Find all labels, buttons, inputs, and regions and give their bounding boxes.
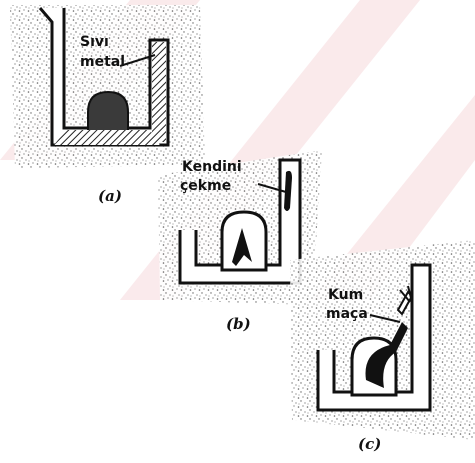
displaced-sand-core-c — [365, 322, 408, 388]
panel-a: Sıvı metal (a) — [10, 5, 205, 205]
arrow-marker-c — [399, 285, 413, 303]
label-pointer-c — [369, 314, 401, 323]
label-pointer-b — [257, 183, 287, 193]
panel-c-label-line-1: Kum — [328, 287, 363, 303]
panel-a-caption: (a) — [98, 187, 122, 205]
liquid-metal-a — [54, 130, 160, 145]
panel-c-label-line-2: maça — [326, 306, 368, 322]
panel-b-label-line-1: Kendini — [182, 159, 242, 175]
core-arch-a — [87, 90, 129, 141]
panel-b-caption: (b) — [226, 315, 251, 333]
core-print-c — [396, 290, 414, 316]
panel-b-label-line-2: çekme — [180, 178, 231, 194]
panel-c: Kum maça (c) — [290, 240, 475, 453]
shrinkage-riser-b — [284, 170, 292, 211]
shrinkage-cavity-core-b — [232, 228, 252, 266]
label-pointer-a — [119, 54, 156, 67]
panel-c-caption: (c) — [358, 435, 381, 453]
riser-metal-a — [152, 42, 166, 142]
panel-b: Kendini çekme (b) — [158, 150, 322, 333]
panel-a-label-line-1: Sıvı — [80, 34, 109, 50]
mold-cavity-c — [316, 263, 432, 412]
panel-a-label-line-2: metal — [80, 54, 125, 70]
